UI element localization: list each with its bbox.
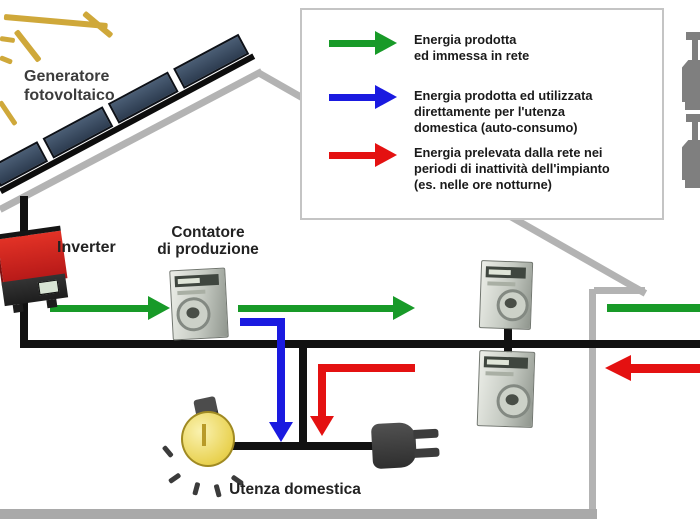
house-floor	[0, 509, 597, 519]
green-arrow-meter-to-grid	[238, 305, 395, 312]
exchange-meter-bottom-icon	[476, 350, 536, 428]
pylon-icon	[682, 112, 700, 190]
legend-green-arrow-icon	[329, 40, 377, 47]
red-arrowhead-left-icon	[605, 355, 631, 381]
house-eave	[594, 287, 645, 294]
red-arrow-from-grid	[629, 364, 700, 373]
inverter-display	[37, 279, 60, 296]
legend-box: Energia prodotta ed immessa in rete Ener…	[300, 8, 664, 220]
legend-blue-arrowhead-icon	[375, 85, 397, 109]
legend-red-arrow-icon	[329, 152, 377, 159]
wire-meter-link	[504, 320, 512, 365]
wire-household-bus	[230, 442, 386, 450]
blue-arrow-horizontal	[240, 318, 285, 326]
red-arrow-horizontal	[322, 364, 415, 372]
red-arrow-vertical	[318, 364, 326, 418]
plug-icon	[370, 421, 440, 470]
exchange-meter-top-icon	[478, 260, 534, 330]
green-arrowhead-icon	[393, 296, 415, 320]
green-arrowhead-icon	[148, 296, 170, 320]
household-label: Utenza domestica	[229, 481, 361, 498]
wire-main-bus	[20, 340, 700, 348]
legend-item-produced-exported: Energia prodotta ed immessa in rete	[414, 32, 530, 63]
bulb-icon	[161, 395, 250, 498]
generator-label-line2: fotovoltaico	[24, 87, 115, 104]
production-meter-label: Contatore di produzione	[140, 224, 276, 258]
generator-label: Generatore fotovoltaico	[24, 67, 115, 105]
green-arrow-export-right	[607, 304, 700, 312]
legend-green-arrowhead-icon	[375, 31, 397, 55]
production-meter-label-line2: di produzione	[157, 241, 259, 258]
red-arrowhead-icon	[310, 416, 334, 436]
blue-arrow-vertical	[277, 318, 285, 424]
legend-item-self-consumption: Energia prodotta ed utilizzata direttame…	[414, 88, 593, 135]
pylon-icon	[682, 28, 700, 114]
production-meter-icon	[169, 267, 229, 341]
production-meter-label-line1: Contatore	[171, 224, 245, 241]
wire-house-feed	[299, 340, 307, 450]
inverter-label: Inverter	[57, 239, 116, 256]
legend-item-from-grid: Energia prelevata dalla rete nei periodi…	[414, 145, 610, 192]
blue-arrowhead-icon	[269, 422, 293, 442]
green-arrow-inverter-to-meter	[50, 305, 150, 312]
generator-label-line1: Generatore	[24, 68, 110, 85]
house-wall	[589, 289, 596, 516]
legend-red-arrowhead-icon	[375, 143, 397, 167]
legend-blue-arrow-icon	[329, 94, 377, 101]
